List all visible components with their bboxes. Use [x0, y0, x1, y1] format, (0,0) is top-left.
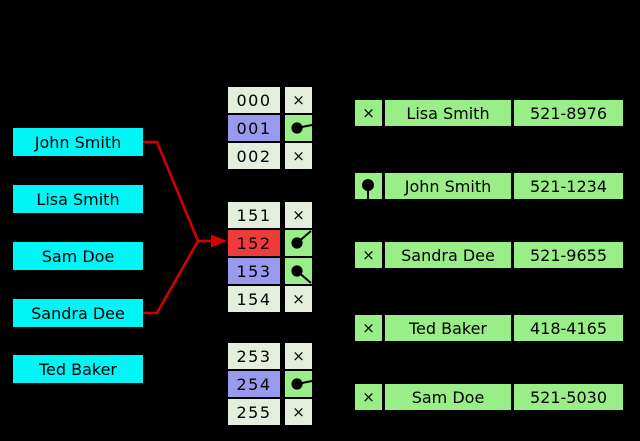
red-arrow-john-smith — [143, 140, 200, 242]
bucket-index-154: 154 — [228, 286, 280, 312]
entry-name-sandra-dee: Sandra Dee — [385, 242, 511, 268]
bucket-index-152: 152 — [228, 230, 280, 256]
key-box-sam-doe: Sam Doe — [13, 242, 143, 270]
bucket-index-255: 255 — [228, 399, 280, 425]
bucket-pointer-cell-152 — [285, 230, 312, 256]
entry-phone-ted-baker: 418-4165 — [514, 315, 623, 341]
key-box-john-smith: John Smith — [13, 128, 143, 156]
bucket-pointer-cell-001 — [285, 115, 312, 141]
bucket-pointer-cell-254 — [285, 371, 312, 397]
entry-pointer-cell-sam-doe: × — [355, 384, 382, 410]
red-arrow-sandra-dee — [143, 240, 200, 315]
entry-phone-sam-doe: 521-5030 — [514, 384, 623, 410]
bucket-index-000: 000 — [228, 87, 280, 113]
entry-pointer-cell-john-smith — [355, 173, 382, 199]
bucket-index-151: 151 — [228, 202, 280, 228]
bucket-pointer-cell-000: × — [285, 87, 312, 113]
bucket-index-002: 002 — [228, 143, 280, 169]
entry-pointer-cell-ted-baker: × — [355, 315, 382, 341]
entry-phone-lisa-smith: 521-8976 — [514, 100, 623, 126]
bucket-index-153: 153 — [228, 258, 280, 284]
red-arrowhead — [211, 234, 227, 248]
bucket-pointer-cell-253: × — [285, 343, 312, 369]
entry-name-lisa-smith: Lisa Smith — [385, 100, 511, 126]
key-box-lisa-smith: Lisa Smith — [13, 185, 143, 213]
bucket-pointer-cell-002: × — [285, 143, 312, 169]
bucket-pointer-cell-151: × — [285, 202, 312, 228]
entry-pointer-cell-sandra-dee: × — [355, 242, 382, 268]
bucket-pointer-cell-154: × — [285, 286, 312, 312]
entry-name-john-smith: John Smith — [385, 173, 511, 199]
entry-name-ted-baker: Ted Baker — [385, 315, 511, 341]
entry-name-sam-doe: Sam Doe — [385, 384, 511, 410]
bucket-index-253: 253 — [228, 343, 280, 369]
bucket-pointer-cell-153 — [285, 258, 312, 284]
entry-pointer-cell-lisa-smith: × — [355, 100, 382, 126]
entry-phone-sandra-dee: 521-9655 — [514, 242, 623, 268]
key-box-sandra-dee: Sandra Dee — [13, 299, 143, 327]
entry-phone-john-smith: 521-1234 — [514, 173, 623, 199]
bucket-pointer-cell-255: × — [285, 399, 312, 425]
bucket-index-001: 001 — [228, 115, 280, 141]
bucket-index-254: 254 — [228, 371, 280, 397]
key-box-ted-baker: Ted Baker — [13, 355, 143, 383]
